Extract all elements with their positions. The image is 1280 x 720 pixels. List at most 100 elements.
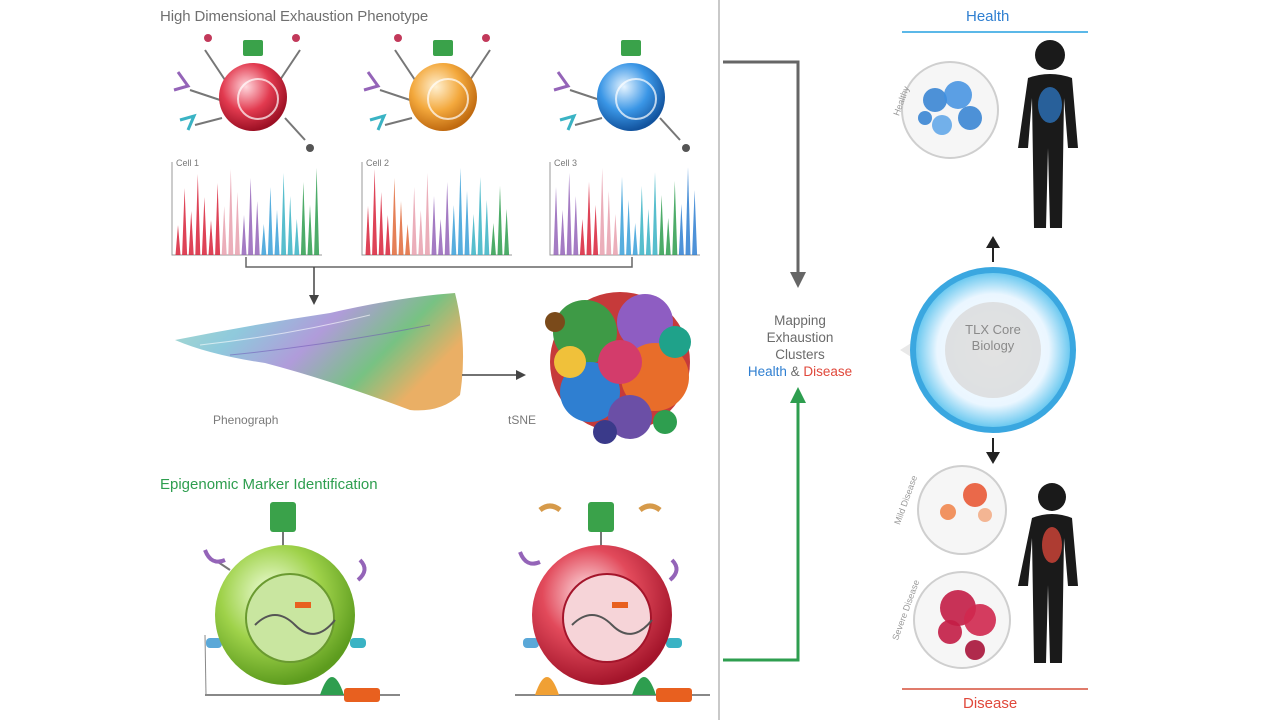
spectrum-peak — [405, 224, 411, 255]
spectrum-peak — [424, 173, 430, 255]
spectrum-peak — [365, 206, 371, 255]
spectrum-peak — [411, 187, 417, 255]
spectrum-peak — [632, 223, 638, 255]
spectrum-peak — [665, 218, 671, 255]
disease-rule — [902, 688, 1088, 690]
spectrum-peak — [314, 168, 320, 255]
spectrum-peak — [464, 191, 470, 255]
severe-disease-circle — [913, 571, 1011, 669]
spectrum-peak — [477, 177, 483, 255]
tlx-label: TLX Core Biology — [943, 322, 1043, 354]
spectrum-peak — [208, 220, 214, 255]
spectrum-peak — [672, 181, 678, 255]
right-figures — [900, 40, 1078, 669]
section-title-phenotype: High Dimensional Exhaustion Phenotype — [160, 8, 429, 25]
mapping-line-1: Mapping — [774, 313, 826, 328]
spectrum-peak — [573, 196, 579, 255]
section-title-epigenomic: Epigenomic Marker Identification — [160, 476, 378, 493]
spectrum-peak — [639, 186, 645, 255]
spectrum-peak — [378, 192, 384, 255]
health-header: Health — [966, 8, 1010, 25]
spectrum-peak — [451, 205, 457, 255]
bracket-connector — [245, 257, 633, 305]
spectrum-peak — [294, 219, 300, 255]
spectrum-peak — [471, 214, 477, 255]
spectrum-peak — [438, 219, 444, 255]
spectrum-peak — [267, 187, 273, 255]
epigenomic-cells — [203, 502, 710, 702]
healthy-circle — [901, 61, 999, 159]
spectrum-peak — [175, 225, 181, 255]
spectrum-peak — [685, 167, 691, 255]
genome-track-right — [515, 677, 710, 702]
tsne-plot — [545, 292, 691, 444]
spectrum-peak — [182, 188, 188, 255]
arrow-to-tsne — [462, 370, 526, 380]
spectrum-peak — [490, 223, 496, 255]
spectrum-axis — [171, 162, 322, 256]
spectrum-peak — [385, 215, 391, 255]
spectrum-peak — [398, 201, 404, 255]
spectrum-peak — [566, 173, 572, 255]
cell-3 — [553, 40, 690, 152]
spectrum-peak — [307, 205, 313, 255]
mild-disease-circle — [917, 465, 1007, 555]
center-connectors — [723, 60, 806, 662]
spectrum-peak — [261, 224, 267, 255]
spectrum-peak — [221, 206, 227, 255]
spectrum-peak — [418, 210, 424, 255]
spectrum-peak — [391, 178, 397, 255]
tlx-line-1: TLX Core — [965, 322, 1021, 337]
health-rule — [902, 31, 1088, 33]
spectrum-peak — [195, 174, 201, 255]
spectrum-peak — [281, 173, 287, 255]
mapping-line-4: Health & Disease — [730, 363, 870, 380]
spectrum-peak — [431, 196, 437, 255]
cell-2 — [363, 34, 491, 131]
spectrum-peak — [248, 178, 254, 255]
red-cell — [518, 502, 682, 685]
spectrum-peak — [274, 210, 280, 255]
cell-1-label: Cell 1 — [176, 158, 200, 168]
spectrum-peak — [504, 209, 510, 255]
health-word: Health — [747, 364, 787, 379]
mapping-line-2: Exhaustion — [766, 330, 834, 345]
spectrum-peak — [201, 197, 207, 255]
phenograph-plot — [175, 293, 464, 411]
cell-3-label: Cell 3 — [554, 158, 578, 168]
healthy-person-silhouette — [1018, 40, 1078, 228]
tsne-label: tSNE — [508, 413, 537, 427]
spectrum-peak — [586, 182, 592, 255]
tlx-line-2: Biology — [971, 338, 1015, 353]
spectrum-peak — [606, 191, 612, 255]
cell-2-label: Cell 2 — [366, 158, 390, 168]
genome-track-left — [205, 677, 400, 702]
spectrum-axis — [361, 162, 512, 256]
spectrum-peak — [215, 183, 221, 255]
cell-1 — [173, 34, 314, 152]
spectrum-peak — [241, 215, 247, 255]
spectrum-peak — [372, 169, 378, 255]
spectrum-peak — [692, 190, 698, 255]
disease-header: Disease — [963, 695, 1018, 712]
spectrum-peak — [678, 204, 684, 255]
spectrum-peak — [497, 186, 503, 255]
spectrum-peak — [612, 214, 618, 255]
spectrum-peak — [593, 205, 599, 255]
mapping-text-block: Mapping Exhaustion Clusters Health & Dis… — [730, 312, 870, 380]
spectrum-peak — [234, 192, 240, 255]
spectrum-peak — [300, 182, 306, 255]
spectrum-peak — [287, 196, 293, 255]
phenograph-label: Phenograph — [213, 413, 279, 427]
spectrum-peak — [553, 187, 559, 255]
cells-row — [173, 34, 690, 152]
mapping-line-3: Clusters — [775, 347, 825, 362]
spectrum-peak — [444, 182, 450, 255]
spectrum-peak — [484, 200, 490, 255]
tlx-core-circle — [900, 267, 1076, 433]
spectrum-peak — [579, 219, 585, 255]
spectrum-peak — [254, 201, 260, 255]
ampersand: & — [786, 364, 804, 379]
spectrum-peak — [619, 177, 625, 255]
spectrum-peak — [188, 211, 194, 255]
